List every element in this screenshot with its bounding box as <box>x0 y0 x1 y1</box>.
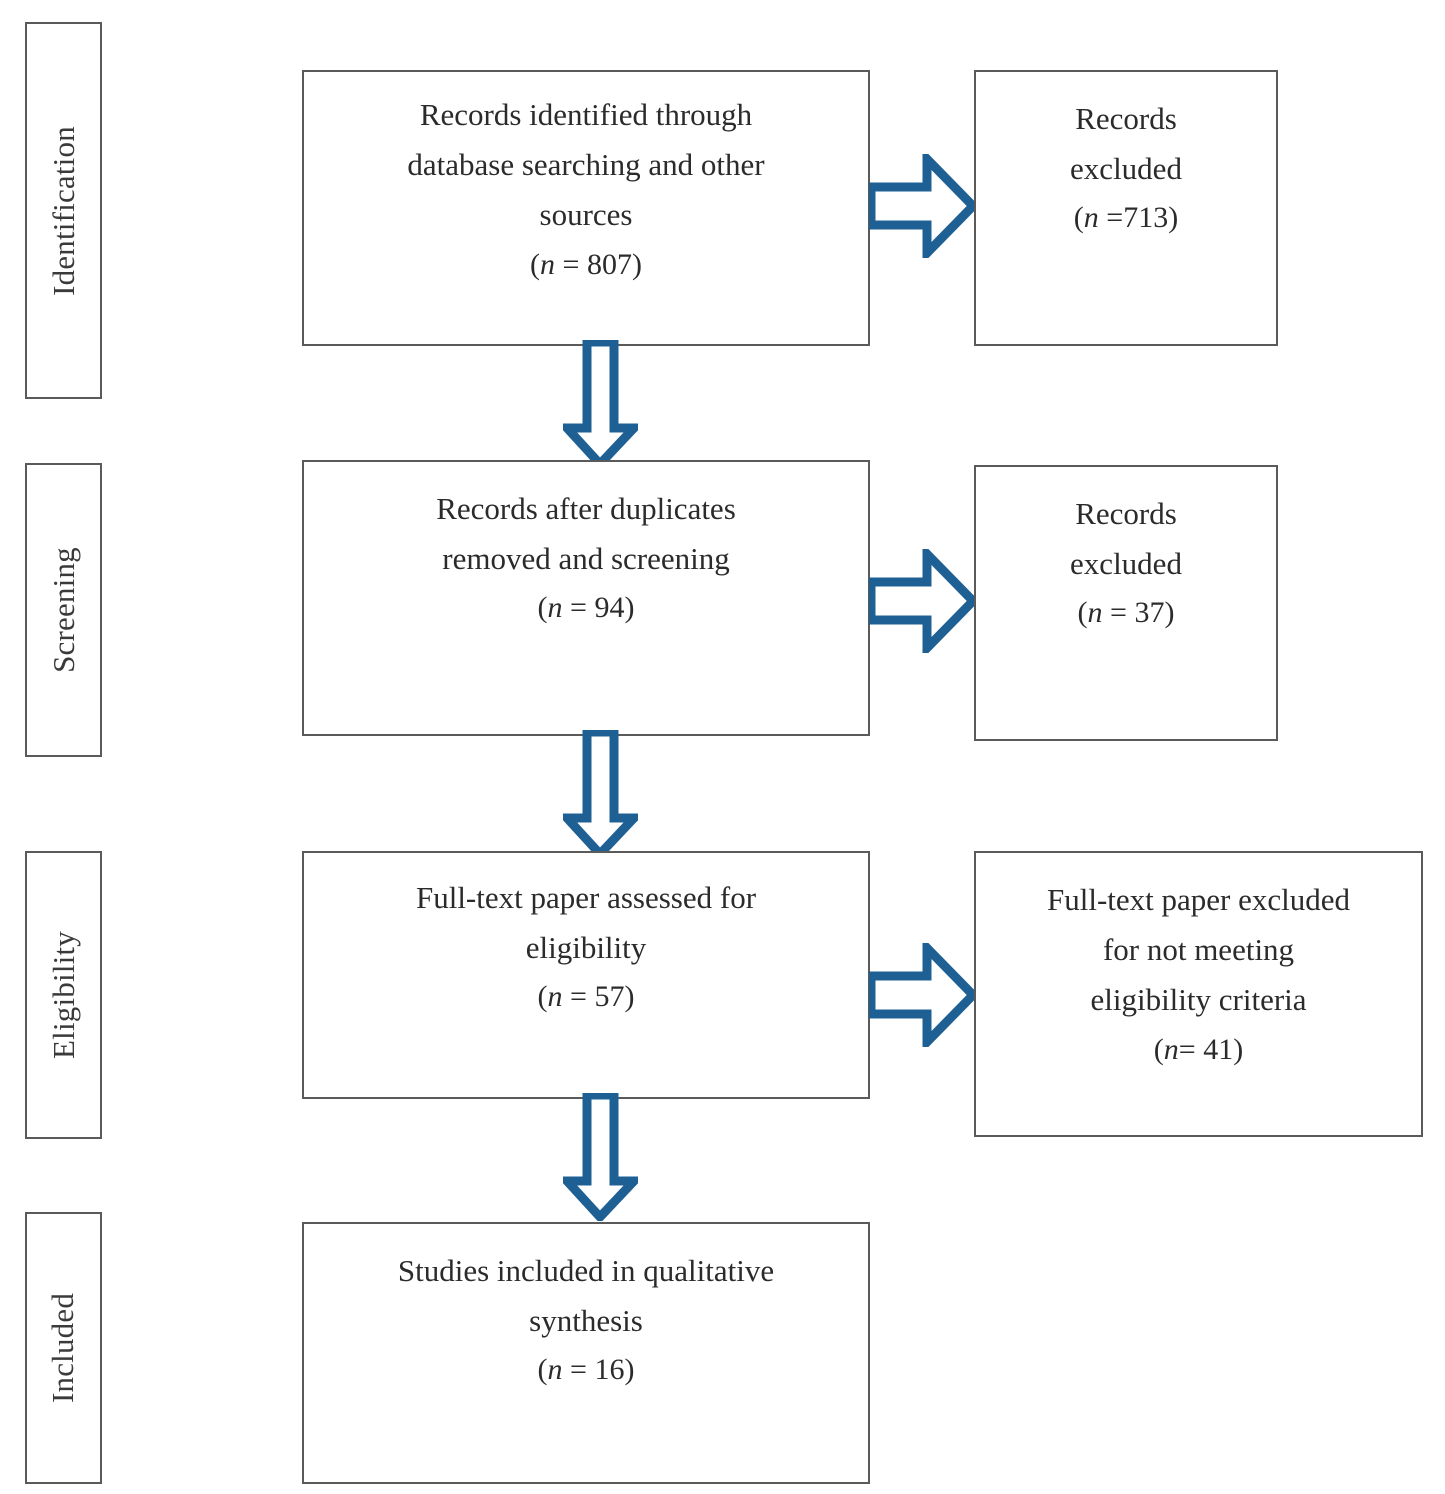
down-arrow-icon-1 <box>563 340 638 468</box>
count-n-symbol: n <box>1083 201 1099 235</box>
count-open-paren: ( <box>537 980 548 1014</box>
box-records-identified-count: (n = 807) <box>304 241 868 290</box>
stage-label-eligibility: Eligibility <box>25 851 102 1139</box>
box-full-text-assessed-line-2: eligibility <box>525 930 647 966</box>
box-full-text-excluded-line-1: Full-text paper excluded <box>1046 882 1350 917</box>
count-open-paren: ( <box>530 247 541 281</box>
box-records-identified-line-1: Records identified through <box>419 97 753 132</box>
box-studies-included-line-1: Studies included in qualitative <box>397 1253 775 1288</box>
box-full-text-excluded-line-2: for not meeting <box>1102 932 1295 968</box>
box-records-excluded-1-line-1: Records <box>1075 101 1177 136</box>
right-arrow-icon-1 <box>869 154 976 258</box>
box-studies-included-line-2: synthesis <box>529 1303 643 1339</box>
stage-label-identification-text: Identification <box>45 125 81 296</box>
box-records-identified-line-2: database searching and other <box>407 147 765 183</box>
stage-label-included-text: Included <box>45 1292 81 1404</box>
count-open-paren: ( <box>537 591 548 625</box>
box-records-excluded-1-count: (n =713) <box>976 194 1276 243</box>
stage-label-included: Included <box>25 1212 102 1484</box>
count-open-paren: ( <box>537 1353 548 1387</box>
box-full-text-assessed-count: (n = 57) <box>304 973 868 1022</box>
count-open-paren: ( <box>1073 201 1084 235</box>
box-studies-included-count: (n = 16) <box>304 1346 868 1395</box>
stage-label-eligibility-text: Eligibility <box>45 931 81 1059</box>
box-records-after-duplicates-line-1: Records after duplicates <box>436 491 736 526</box>
box-records-after-duplicates-line-2: removed and screening <box>442 541 730 577</box>
box-studies-included: Studies included in qualitative synthesi… <box>302 1222 870 1484</box>
count-value: = 37) <box>1102 596 1175 630</box>
count-n-symbol: n <box>547 591 563 625</box>
right-arrow-icon-3 <box>869 943 976 1047</box>
box-records-excluded-2: Records excluded (n = 37) <box>974 465 1278 741</box>
count-n-symbol: n <box>547 1353 563 1387</box>
count-value: =713) <box>1098 201 1179 235</box>
box-records-excluded-2-count: (n = 37) <box>976 589 1276 638</box>
box-full-text-excluded-count: (n= 41) <box>976 1026 1421 1075</box>
count-open-paren: ( <box>1077 596 1088 630</box>
box-records-excluded-2-line-2: excluded <box>1070 546 1182 582</box>
down-arrow-icon-3 <box>563 1093 638 1221</box>
box-full-text-assessed: Full-text paper assessed for eligibility… <box>302 851 870 1099</box>
box-records-excluded-1-line-2: excluded <box>1070 151 1182 187</box>
box-records-identified-line-3: sources <box>539 197 633 233</box>
count-value: = 41) <box>1178 1032 1244 1066</box>
count-n-symbol: n <box>547 980 563 1014</box>
box-records-after-duplicates-count: (n = 94) <box>304 584 868 633</box>
stage-label-identification: Identification <box>25 22 102 399</box>
box-full-text-assessed-line-1: Full-text paper assessed for <box>415 880 757 915</box>
count-n-symbol: n <box>1087 596 1103 630</box>
count-n-symbol: n <box>1163 1032 1179 1066</box>
count-n-symbol: n <box>540 247 556 281</box>
count-value: = 57) <box>562 980 635 1014</box>
box-records-identified: Records identified through database sear… <box>302 70 870 346</box>
box-full-text-excluded-line-3: eligibility criteria <box>1090 982 1307 1018</box>
count-open-paren: ( <box>1153 1032 1164 1066</box>
down-arrow-icon-2 <box>563 730 638 858</box>
stage-label-screening-text: Screening <box>45 547 81 673</box>
box-records-excluded-2-line-1: Records <box>1075 496 1177 531</box>
box-full-text-excluded: Full-text paper excluded for not meeting… <box>974 851 1423 1137</box>
box-records-excluded-1: Records excluded (n =713) <box>974 70 1278 346</box>
right-arrow-icon-2 <box>869 549 976 653</box>
count-value: = 807) <box>555 247 642 281</box>
count-value: = 94) <box>562 591 635 625</box>
count-value: = 16) <box>562 1353 635 1387</box>
stage-label-screening: Screening <box>25 463 102 757</box>
box-records-after-duplicates: Records after duplicates removed and scr… <box>302 460 870 736</box>
